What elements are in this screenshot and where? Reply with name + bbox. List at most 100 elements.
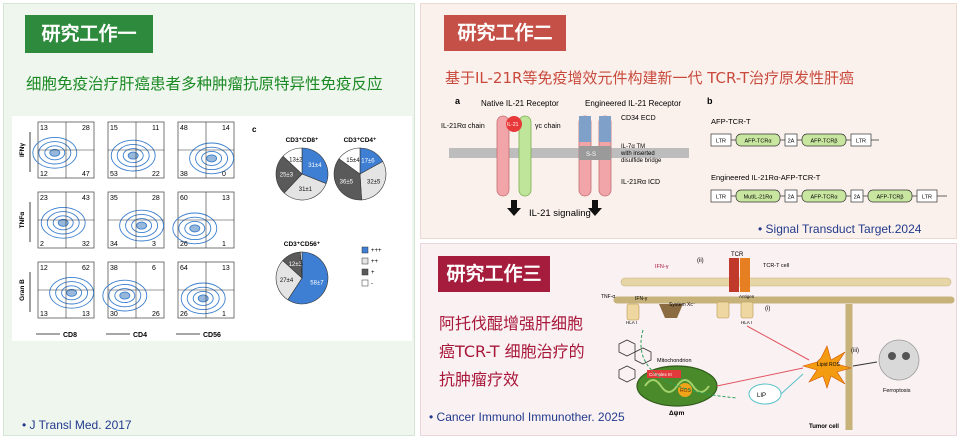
pie-slice — [275, 155, 303, 194]
construct-segment — [867, 189, 913, 203]
quadrant-value-ll: 26 — [180, 241, 188, 248]
pie-chart-1: CD3⁺CD4⁺17±632±536±515±4 — [333, 137, 387, 201]
pie-chart-2: CD3⁺CD56⁺58±727±412±31 — [275, 241, 329, 305]
legend-swatch — [361, 279, 369, 287]
lipid-ros-burst — [801, 345, 853, 389]
hla-right — [740, 301, 754, 319]
contour-line — [57, 218, 69, 227]
contour-line — [49, 276, 95, 309]
lip-to-lipid-arrow — [780, 373, 804, 395]
native-receptor-title: Native IL-21 Receptor — [481, 99, 559, 108]
quadrant-value-lr: 1 — [222, 241, 226, 248]
il21-receptor-figure: a b Native IL-21 Receptor Engineered IL-… — [441, 96, 947, 219]
ferroptosis-skull-icon — [878, 339, 920, 381]
quadrant-value-ul: 38 — [110, 265, 118, 272]
il21ra-chain-label: IL-21Rα chain — [441, 123, 485, 130]
hla-mid — [716, 301, 730, 319]
delta-psi-label: Δψm — [669, 410, 685, 417]
mitochondrion-cristae — [644, 379, 710, 393]
ifng-label: IFN-γ — [635, 296, 648, 302]
construct-segment-label: LTR — [922, 195, 932, 201]
study-three-title-line2: 癌TCR-T 细胞治疗的 — [439, 342, 585, 361]
pie-slice-label: 36±5 — [340, 180, 354, 186]
study-one-tag: 研究工作一 — [25, 15, 153, 53]
contour-line — [127, 151, 139, 160]
mark-i: (i) — [765, 306, 770, 312]
contour-line — [192, 290, 214, 306]
quadrant-value-ul: 48 — [180, 125, 188, 132]
construct-segment-label: 2A — [854, 195, 861, 201]
quadrant-value-lr: 1 — [222, 311, 226, 318]
construct-segment — [784, 133, 798, 147]
panel-b-letter: b — [707, 96, 713, 106]
row-axis-label: Gran B — [19, 279, 26, 301]
contour-line — [44, 145, 66, 161]
contour-line — [46, 211, 80, 235]
quadrant-value-ur: 14 — [222, 125, 230, 132]
tcr-chain — [729, 258, 739, 292]
contour-line — [40, 206, 86, 239]
study-three-title-line3: 抗肿瘤疗效 — [439, 370, 520, 389]
pie-slice-label: 1 — [300, 260, 304, 266]
hla-left-label: HLA I — [626, 320, 637, 325]
pie-slice — [275, 260, 303, 301]
quadrant-value-ll: 53 — [110, 171, 118, 178]
study-two-panel: 研究工作二 基于IL-21R等免疫增效元件构建新一代 TCR-T治疗原发性肝癌 … — [420, 3, 957, 239]
contour-line — [178, 216, 212, 241]
complex-iii-label: Complex III — [649, 372, 672, 377]
pie-slice-label: 31±1 — [299, 187, 313, 193]
legend-label: ++ — [371, 259, 379, 265]
contour-line — [180, 282, 226, 315]
quadrant-value-lr: 22 — [152, 171, 160, 178]
legend-swatch — [361, 257, 369, 265]
study-two-title: 基于IL-21R等免疫增效元件构建新一代 TCR-T治疗原发性肝癌 — [445, 69, 854, 87]
signal-arrow-native — [507, 200, 521, 216]
tcrt-cell-label: TCR-T cell — [763, 263, 789, 269]
column-axis-label: CD8 — [63, 332, 77, 339]
quadrant-value-lr: 47 — [82, 171, 90, 178]
construct-segment-label: AFP-TCRβ — [811, 139, 838, 145]
hla-to-lipid-arrow — [746, 325, 810, 361]
drug-to-lip-arrow — [640, 329, 738, 399]
study-three-title: 阿托伐醌增强肝细胞 癌TCR-T 细胞治疗的 抗肿瘤疗效 — [439, 310, 585, 394]
quadrant-value-ll: 30 — [110, 311, 118, 318]
lipid-to-ferroptosis-arrow — [852, 361, 878, 367]
quadrant-value-ur: 11 — [152, 125, 159, 132]
pie-slice — [282, 147, 303, 175]
ros-label: ROS — [680, 388, 692, 394]
pie-slice-label: 31±4 — [308, 163, 322, 169]
contour-line — [38, 141, 72, 165]
quadrant-value-ll: 26 — [180, 311, 188, 318]
quadrant-value-lr: 3 — [152, 241, 156, 248]
gamma-chain-shape — [518, 115, 532, 197]
quadrant-value-ul: 13 — [40, 125, 48, 132]
study-two-citation: • Signal Transduct Target.2024 — [758, 222, 922, 236]
contour-line — [116, 143, 150, 168]
construct-segment-label: LTR — [716, 195, 726, 201]
tcr-chain-beta — [740, 258, 750, 292]
mark-iii: (iii) — [851, 348, 859, 354]
pie-slice — [359, 161, 387, 201]
contour-plot-r0-c1: 15 11 53 22 — [107, 121, 165, 179]
quadrant-value-ll: 34 — [110, 241, 118, 248]
il21ra-chain-shape — [496, 115, 510, 197]
lip-label: LIP — [757, 393, 766, 399]
construct-segment — [710, 189, 732, 203]
gamma-chain-label: γc chain — [535, 123, 561, 130]
quadrant-value-ul: 15 — [110, 125, 118, 132]
construct-segment-label: AFP-TCRβ — [877, 195, 904, 201]
row-axis-label: IFNγ — [19, 143, 26, 157]
contour-line — [184, 220, 206, 236]
hla-left — [626, 303, 640, 321]
quadrant-value-ul: 23 — [40, 195, 48, 202]
contour-line — [206, 154, 218, 163]
ros-burst — [678, 383, 692, 397]
tcr-label: TCR — [731, 252, 744, 258]
contour-line — [186, 286, 220, 311]
